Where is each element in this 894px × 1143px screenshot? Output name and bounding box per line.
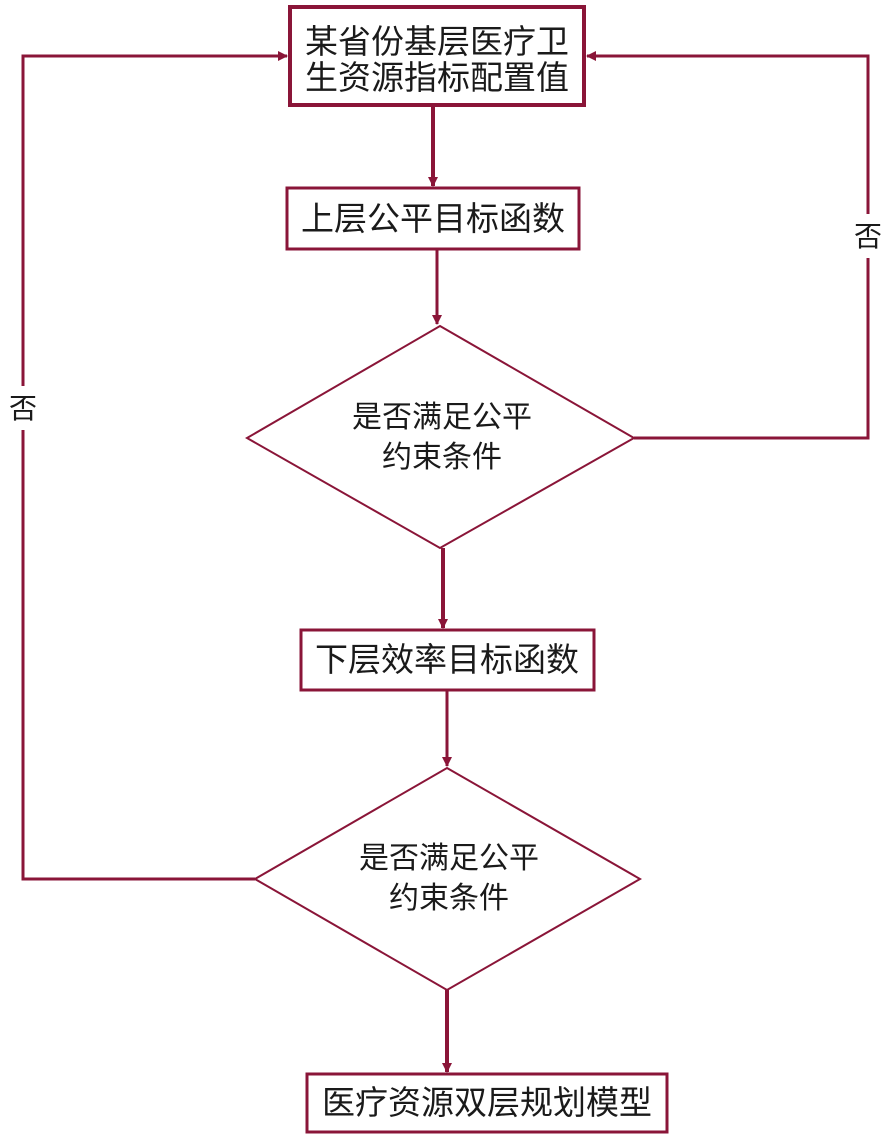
edge-right-loop-label-bg [850, 214, 886, 258]
node-decision-2: 是否满足公平 约束条件 [253, 766, 643, 992]
edge-right-loop [586, 51, 870, 440]
node-final-model-label: 医疗资源双层规划模型 [322, 1083, 652, 1122]
node-upper-objective-label: 上层公平目标函数 [301, 199, 565, 238]
node-decision-1-diamond [244, 324, 637, 550]
node-decision-2-line-1: 是否满足公平 [359, 841, 539, 876]
node-config-values-line-2: 生资源指标配置值 [305, 58, 569, 97]
edge-left-loop-label-bg [5, 386, 41, 430]
node-lower-objective-label: 下层效率目标函数 [315, 640, 579, 679]
node-lower-objective: 下层效率目标函数 [299, 628, 596, 692]
node-decision-1: 是否满足公平 约束条件 [244, 324, 637, 550]
edge-left-loop-label: 否 [9, 392, 37, 425]
node-upper-objective: 上层公平目标函数 [285, 186, 581, 251]
node-decision-2-line-2: 约束条件 [389, 881, 509, 916]
node-config-values: 某省份基层医疗卫 生资源指标配置值 [288, 5, 586, 107]
node-final-model: 医疗资源双层规划模型 [305, 1072, 669, 1134]
node-config-values-line-1: 某省份基层医疗卫 [305, 22, 569, 61]
edge-left-loop [21, 51, 288, 881]
node-config-values-box [288, 5, 586, 107]
node-decision-1-line-2: 约束条件 [382, 440, 502, 475]
node-decision-1-line-1: 是否满足公平 [352, 400, 532, 435]
node-decision-2-diamond [253, 766, 643, 992]
node-upper-objective-box [285, 186, 581, 251]
edge-right-loop-label: 否 [854, 220, 882, 253]
node-final-model-box [305, 1072, 669, 1134]
